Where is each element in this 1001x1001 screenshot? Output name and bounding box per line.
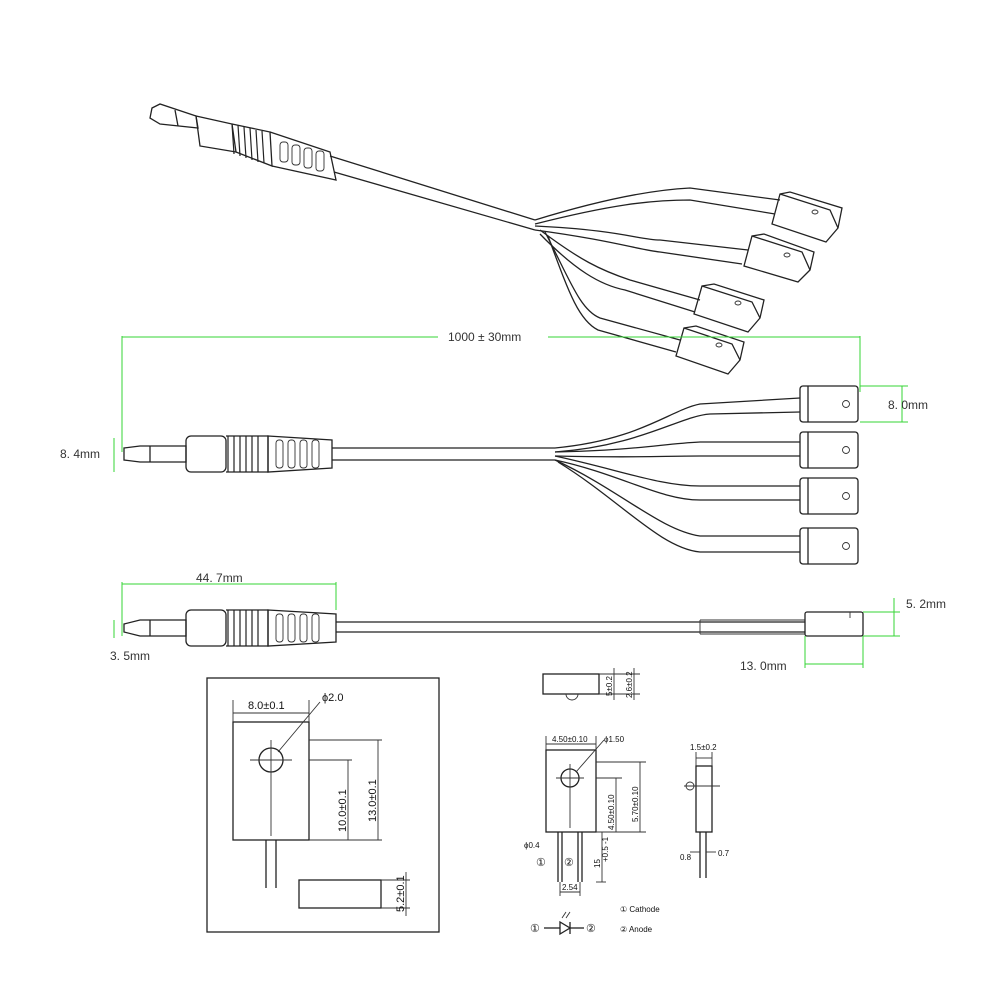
small-pitch-label: 2.54: [562, 883, 578, 892]
detail-hole-label: ϕ2.0: [322, 692, 343, 704]
pin2-mark: ②: [564, 857, 574, 869]
pin1-mark: ①: [536, 857, 546, 869]
small-lead-label: 15: [593, 859, 602, 868]
side-lead-label: 0.8: [680, 853, 692, 862]
small-hole-pos-label: 4.50±0.10: [607, 794, 616, 830]
top-view: 1000 ± 30mm: [60, 330, 928, 565]
small-width-label: 4.50±0.10: [552, 735, 588, 744]
jack-diameter-label: 8. 4mm: [60, 447, 100, 461]
anode-legend: ② Anode: [620, 925, 653, 934]
plug-length-label: 44. 7mm: [196, 571, 243, 585]
perspective-view: [149, 103, 843, 375]
detail-width-label: 8.0±0.1: [248, 700, 285, 712]
head-width-label: 8. 0mm: [888, 398, 928, 412]
small-hole-label: ϕ1.50: [604, 735, 625, 744]
lead-length-label: 13. 0mm: [740, 659, 787, 673]
side-view: 44. 7mm 3. 5mm 5. 2mm: [110, 571, 946, 673]
head-detail: 8.0±0.1 ϕ2.0 10.0±0.1 13.0±0.1 5.2±0.1: [206, 677, 440, 933]
detail-height-label: 13.0±0.1: [367, 779, 379, 822]
detail-thickness-label: 5.2±0.1: [395, 875, 407, 912]
small-height-label: 5.70±0.10: [631, 786, 640, 822]
plug-tip-label: 3. 5mm: [110, 649, 150, 663]
small-top-a-label: 5±0.2: [605, 675, 614, 696]
head-height-label: 5. 2mm: [906, 597, 946, 611]
side-width-label: 1.5±0.2: [690, 743, 717, 752]
detail-hole-pos-label: 10.0±0.1: [337, 789, 349, 832]
small-lead-dia-label: ϕ0.4: [524, 841, 540, 850]
diode-pin2: ②: [586, 923, 596, 935]
component-views: 5±0.2 2.6±0.2 4.50±0.10 ϕ1.50 4.50±0.10 …: [524, 668, 730, 936]
side-step-label: 0.7: [718, 849, 730, 858]
small-top-b-label: 2.6±0.2: [625, 671, 634, 698]
cathode-legend: ① Cathode: [620, 905, 660, 914]
small-lead-tol-label: +0.5 -1: [601, 836, 610, 862]
cable-length-label: 1000 ± 30mm: [448, 330, 521, 344]
diode-pin1: ①: [530, 923, 540, 935]
